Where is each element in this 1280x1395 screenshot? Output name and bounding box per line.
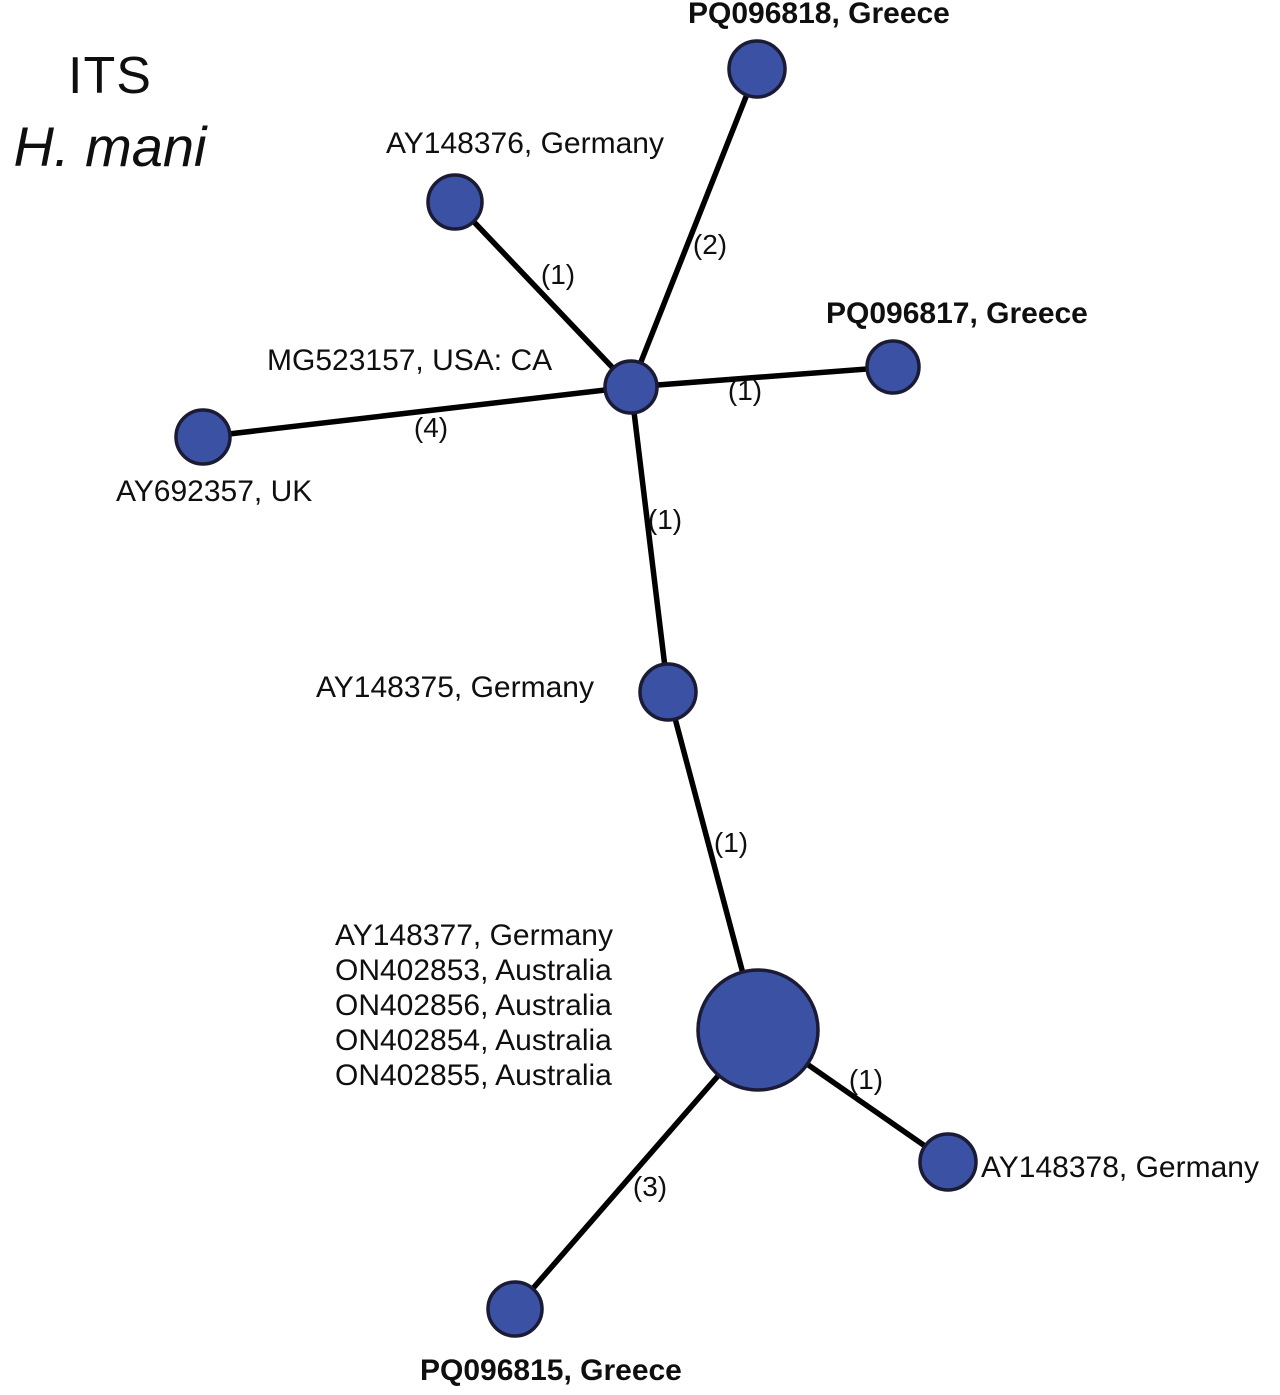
haplotype-node-MG523157 xyxy=(603,359,659,415)
edge-MG523157-PQ096817 xyxy=(630,364,894,390)
haplotype-node-AY692357 xyxy=(174,408,232,466)
haplotype-node-PQ096817 xyxy=(865,339,921,395)
haplotype-node-AY148375 xyxy=(638,662,698,722)
edge-MG523157-PQ096818 xyxy=(628,67,760,389)
haplotype-node-PQ096815 xyxy=(486,1280,544,1338)
edge-MG523157-AY148376 xyxy=(453,200,633,389)
haplotype-node-AY148378 xyxy=(918,1132,978,1192)
edge-MG523157-AY148375 xyxy=(628,386,671,693)
haplotype-node-PQ096818 xyxy=(727,39,787,99)
haplotype-node-AY148376 xyxy=(426,173,484,231)
edge-MG523157-AY692357 xyxy=(202,384,632,440)
gene-title: ITS xyxy=(68,47,152,105)
haplotype-node-HAP-MAIN xyxy=(696,968,820,1092)
species-title: H. mani xyxy=(13,115,207,178)
